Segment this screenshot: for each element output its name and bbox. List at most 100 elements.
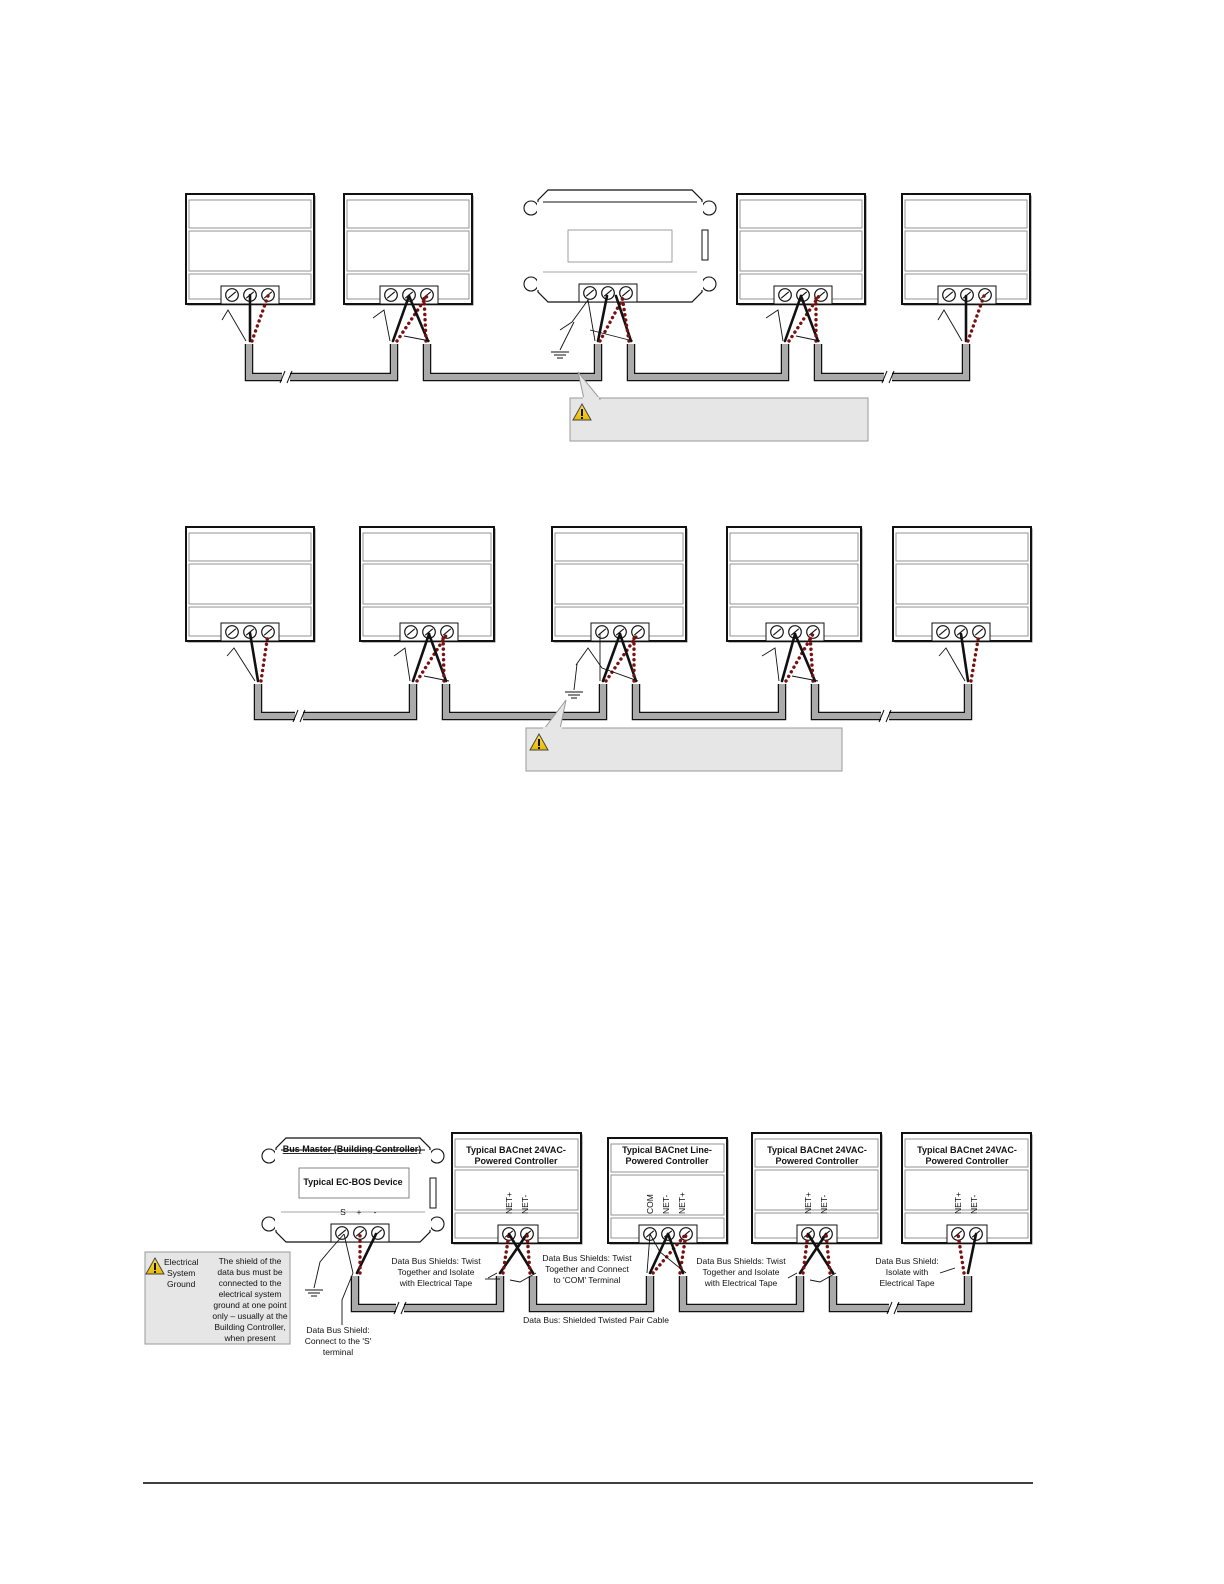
d2-c3-red-a	[604, 632, 640, 683]
d2-c1-black	[248, 631, 260, 683]
d1-cable-3	[626, 344, 790, 382]
controller-4-net-plus: NET+	[953, 1192, 963, 1214]
controller-3-net-minus: NET-	[819, 1194, 829, 1214]
d1-controller-2-terminal-1	[384, 288, 398, 302]
d1-m-black-a	[596, 294, 609, 343]
controller-1-net-minus: NET-	[520, 1194, 530, 1214]
d2-ground-lead	[573, 663, 578, 691]
d2-c4-shield	[761, 647, 819, 682]
d3-cable-2	[528, 1276, 655, 1313]
d1-ground-lead	[559, 321, 575, 351]
d2-controller-3-terminal-1	[595, 625, 609, 639]
ground-note-line4: electrical system	[219, 1289, 282, 1299]
shield-end-line1: Data Bus Shield:	[875, 1256, 938, 1266]
d1-cable-break-1	[279, 370, 293, 384]
d1-cable-1	[244, 344, 399, 382]
controller-1-title-line2: Powered Controller	[474, 1156, 558, 1166]
ground-note-line8: when present	[223, 1333, 276, 1343]
d1-bus-master-terminal-3	[619, 286, 633, 300]
terminal-minus-label: -	[374, 1207, 377, 1217]
controller-1-title-line1: Typical BACnet 24VAC-	[466, 1145, 566, 1155]
d1-controller-1-terminal-3	[261, 288, 275, 302]
d2-c4-black-b	[793, 632, 817, 683]
shields-isolate-2-line3: with Electrical Tape	[704, 1278, 778, 1288]
d2-c2-shield	[393, 647, 450, 682]
d2-cable-break-1	[292, 709, 306, 723]
d3-warning-icon	[145, 1256, 165, 1275]
shields-com-line2: Together and Connect	[545, 1264, 629, 1274]
diagram-2	[185, 526, 1033, 772]
shields-isolate-1-line3: with Electrical Tape	[399, 1278, 473, 1288]
d3-bus-master-terminal-2	[353, 1226, 367, 1240]
d2-cable-4	[810, 684, 973, 721]
d3-cable-break-2	[886, 1301, 900, 1315]
d2-c4-red-a	[784, 632, 815, 683]
d2-controller-3-terminal-3	[631, 625, 645, 639]
d3-bus-master-mount-ear-2	[429, 1148, 445, 1164]
d2-c5-shield	[938, 647, 966, 682]
d1-m-red-a	[598, 294, 626, 343]
shield-end-line3: Electrical Tape	[879, 1278, 934, 1288]
d3-c3-red-a	[801, 1232, 810, 1275]
d3-ground-callout	[144, 1251, 291, 1345]
shield-s-line3: terminal	[323, 1347, 353, 1357]
d1-c2-black-a	[391, 294, 411, 343]
d2-c5-black	[959, 632, 970, 683]
d1-warning-icon	[572, 402, 592, 421]
d3-m-shield	[313, 1233, 354, 1289]
controller-3-title-line2: Powered Controller	[775, 1156, 859, 1166]
d1-bus-master-terminal-1	[583, 286, 597, 300]
terminal-plus-label: +	[357, 1207, 362, 1217]
shields-isolate-1-line2: Together and Isolate	[397, 1267, 474, 1277]
d1-bus-master-mount-ear-2	[701, 200, 717, 216]
d3-controller-4	[901, 1132, 1033, 1245]
d3-bus-master-terminal-1	[335, 1226, 349, 1240]
d3-c3-shield	[787, 1272, 837, 1283]
d2-cable-3	[631, 684, 787, 721]
d1-bus-master	[523, 189, 717, 303]
d1-bus-master-terminal-2	[601, 286, 615, 300]
d3-bus-master-mount-ear-3	[261, 1216, 277, 1232]
d1-m-shield	[559, 298, 634, 342]
d2-cable-1	[253, 684, 418, 721]
d1-c3-black-a	[783, 294, 803, 343]
controller-4-title-line2: Powered Controller	[925, 1156, 1009, 1166]
d3-cable-3	[678, 1276, 805, 1313]
d3-cable-break-1	[393, 1301, 407, 1315]
d3-c1-shield	[487, 1272, 537, 1283]
controller-2-net-minus: NET-	[661, 1194, 671, 1214]
d3-controller-2-terminal-3	[679, 1227, 693, 1241]
d1-c2-red-a	[395, 294, 429, 343]
ground-note-line1: The shield of the	[219, 1256, 282, 1266]
d2-controller-5	[892, 526, 1033, 643]
d2-controller-1-terminal-3	[261, 625, 275, 639]
shields-com-line3: to 'COM' Terminal	[554, 1275, 621, 1285]
shield-end-line2: Isolate with	[886, 1267, 929, 1277]
d3-controller-4-terminal-1	[951, 1227, 965, 1241]
d2-c2-red-a	[415, 632, 449, 683]
shields-isolate-2-line2: Together and Isolate	[702, 1267, 779, 1277]
ground-note-line3: connected to the	[219, 1278, 282, 1288]
d1-bus-master-mount-ear-4	[701, 276, 717, 292]
d3-c3-red-b	[824, 1232, 832, 1275]
d2-c3-shield	[575, 634, 639, 682]
d3-c1-red-b	[525, 1232, 532, 1275]
controller-4-net-minus: NET-	[969, 1194, 979, 1214]
d1-c3-shield	[765, 309, 821, 342]
d2-cable-break-2	[878, 709, 892, 723]
ground-note-line6: only – usually at the	[212, 1311, 287, 1321]
controller-4-title-line1: Typical BACnet 24VAC-	[917, 1145, 1017, 1155]
shield-s-line1: Data Bus Shield:	[306, 1325, 369, 1335]
d2-controller-2-terminal-1	[404, 625, 418, 639]
d1-c4-shield	[937, 309, 963, 342]
ground-note-line2: data bus must be	[217, 1267, 282, 1277]
controller-2-net-plus: NET+	[677, 1192, 687, 1214]
controller-3-net-plus: NET+	[803, 1192, 813, 1214]
controller-2-com: COM	[645, 1194, 655, 1214]
d1-controller-4	[901, 193, 1032, 306]
d2-controller-5-terminal-3	[972, 625, 986, 639]
d2-controller-3-terminal-2	[613, 625, 627, 639]
d1-cable-2	[422, 344, 603, 382]
